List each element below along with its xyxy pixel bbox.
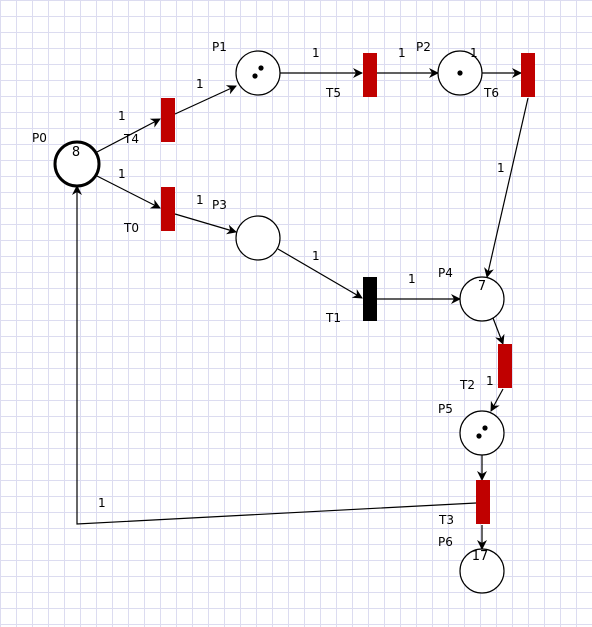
arc-t0-to-p3[interactable] bbox=[174, 213, 237, 235]
arc-weight-label: 1 bbox=[196, 193, 204, 207]
arc-weight-label: 1 bbox=[398, 46, 406, 60]
arc-weight-label: 1 bbox=[98, 496, 106, 510]
place-label-p0: P0 bbox=[32, 131, 47, 145]
place-label-p5: P5 bbox=[438, 402, 453, 416]
place-label-p6: P6 bbox=[438, 535, 453, 549]
place-p5[interactable] bbox=[459, 410, 505, 456]
place-p1[interactable] bbox=[235, 50, 281, 96]
place-p6[interactable] bbox=[459, 548, 505, 594]
arc-weight-label: 1 bbox=[408, 272, 416, 286]
token-dot bbox=[457, 70, 463, 76]
arcs-layer bbox=[72, 68, 529, 550]
place-token-count: 8 bbox=[72, 145, 80, 160]
arc-weight-label: 1 bbox=[470, 46, 478, 60]
arc-weight-label: 1 bbox=[486, 374, 494, 388]
place-label-p1: P1 bbox=[212, 40, 227, 54]
arc-weight-label: 1 bbox=[118, 167, 126, 181]
transition-label-t6: T6 bbox=[483, 86, 499, 100]
transition-label-t2: T2 bbox=[459, 378, 475, 392]
token-dot bbox=[258, 65, 264, 71]
place-token-count: 17 bbox=[472, 549, 489, 564]
place-label-p2: P2 bbox=[416, 40, 431, 54]
nodes-layer bbox=[53, 50, 535, 594]
arc-p0-to-t0[interactable] bbox=[96, 175, 161, 209]
transition-t3[interactable] bbox=[476, 480, 490, 524]
arc-p0-to-t4[interactable] bbox=[96, 118, 161, 153]
transition-t4[interactable] bbox=[161, 98, 175, 142]
transition-label-t1: T1 bbox=[325, 311, 341, 325]
arc-weight-label: 1 bbox=[312, 46, 320, 60]
arc-weight-label: 1 bbox=[312, 249, 320, 263]
place-p3[interactable] bbox=[235, 215, 281, 261]
arc-t4-to-p1[interactable] bbox=[174, 85, 237, 115]
transition-label-t3: T3 bbox=[438, 513, 454, 527]
arc-t3-to-p0[interactable] bbox=[72, 185, 477, 525]
place-label-p4: P4 bbox=[438, 266, 453, 280]
arc-p3-to-t1[interactable] bbox=[277, 248, 363, 299]
transition-label-t5: T5 bbox=[325, 86, 341, 100]
arc-t2-to-p5[interactable] bbox=[490, 388, 504, 412]
transition-t6[interactable] bbox=[521, 53, 535, 97]
arc-p4-to-t2[interactable] bbox=[492, 317, 505, 345]
arc-weight-label: 1 bbox=[497, 161, 505, 175]
token-dot bbox=[476, 433, 482, 439]
transition-t1[interactable] bbox=[363, 277, 377, 321]
arc-weight-label: 1 bbox=[118, 109, 126, 123]
token-dot bbox=[252, 73, 258, 79]
token-dot bbox=[482, 425, 488, 431]
place-label-p3: P3 bbox=[212, 198, 227, 212]
transition-t0[interactable] bbox=[161, 187, 175, 231]
transition-t2[interactable] bbox=[498, 344, 512, 388]
place-p4[interactable] bbox=[459, 276, 505, 322]
arc-weight-label: 1 bbox=[196, 77, 204, 91]
transition-t5[interactable] bbox=[363, 53, 377, 97]
transition-label-t4: T4 bbox=[123, 132, 139, 146]
place-token-count: 7 bbox=[478, 279, 486, 294]
arc-t6-to-p4[interactable] bbox=[484, 97, 529, 278]
place-p0[interactable] bbox=[53, 140, 101, 188]
transition-label-t0: T0 bbox=[123, 221, 139, 235]
